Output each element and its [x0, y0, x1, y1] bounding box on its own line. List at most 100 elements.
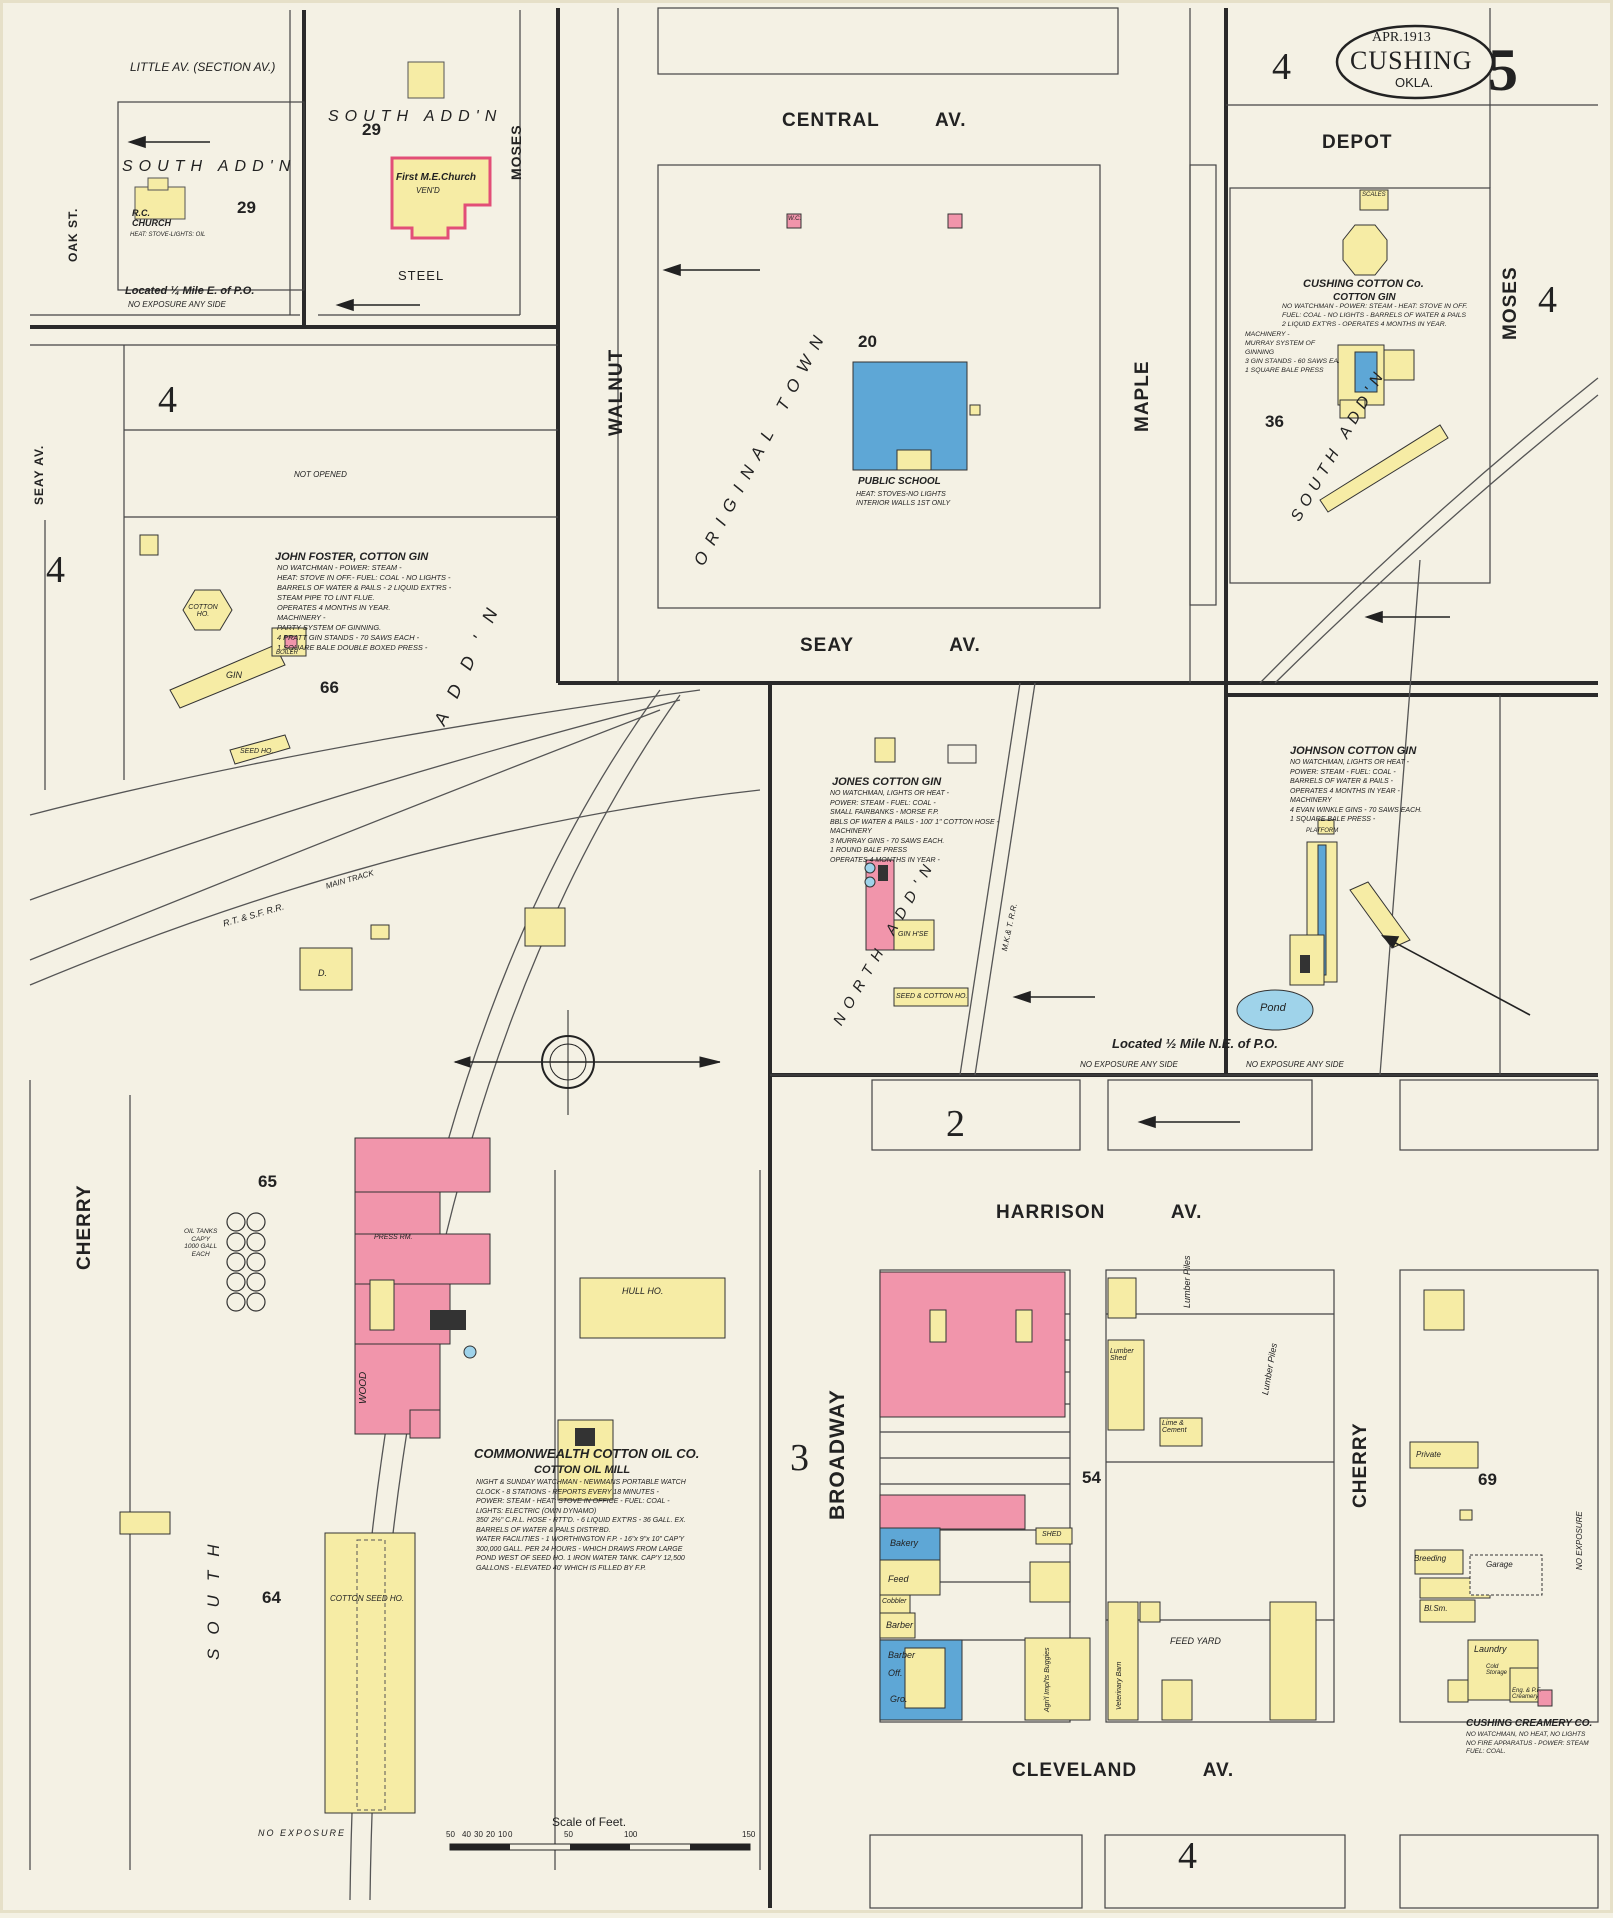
jones-desc: NO WATCHMAN, LIGHTS OR HEAT - POWER: STE… [830, 790, 999, 864]
sheet-ref-bottom-left: 3 [790, 1437, 809, 1479]
sheet-ref-left-upper: 4 [158, 379, 177, 421]
block-29a: 29 [237, 198, 256, 217]
scale-tick-6: 50 [564, 1830, 573, 1839]
sheet-ref-top-mid: 4 [1272, 46, 1291, 88]
label-feed: Feed [888, 1574, 909, 1584]
map-date: APR.1913 [1372, 30, 1431, 45]
public-school [786, 213, 981, 471]
street-steel: STEEL [398, 268, 445, 283]
creamery-desc: NO WATCHMAN, NO HEAT, NO LIGHTS NO FIRE … [1466, 1731, 1589, 1755]
label-seed-ho: SEED HO. [240, 748, 274, 755]
street-maple: MAPLE [1132, 360, 1153, 433]
block-64: 64 [262, 1588, 281, 1607]
cushing-machinery: MACHINERY - MURRAY SYSTEM OF GINNING 3 G… [1245, 331, 1340, 374]
label-cotton-seed-ho: COTTON SEED HO. [330, 1594, 405, 1603]
note-scale: Scale of Feet. [552, 1815, 627, 1829]
street-oak-st: OAK ST. [66, 207, 80, 262]
commonwealth-title: COMMONWEALTH COTTON OIL CO. [474, 1446, 700, 1461]
label-lumber-shed: Lumber Shed [1110, 1348, 1134, 1362]
scale-bar [449, 1843, 751, 1851]
label-bakery: Bakery [890, 1538, 919, 1548]
sheet-ref-left-middle: 4 [46, 549, 65, 591]
label-veterinary-barn: Veterinary Barn [1116, 1661, 1123, 1710]
street-seay-av-left: SEAY AV. [32, 444, 46, 505]
cushing-cotton-desc: NO WATCHMAN - POWER: STEAM - HEAT: STOVE… [1282, 303, 1468, 328]
street-walnut: WALNUT [606, 348, 627, 436]
public-school-label: PUBLIC SCHOOL [858, 476, 941, 487]
note-no-exposure-bottom: NO EXPOSURE [258, 1828, 347, 1838]
compass-rose [453, 1010, 721, 1115]
rc-church-note: HEAT: STOVE-LIGHTS: OIL [130, 232, 206, 238]
label-lime-cement: Lime & Cement [1162, 1420, 1187, 1434]
label-shed: SHED [1042, 1531, 1062, 1538]
sheet-ref-bottom-center: 2 [946, 1103, 965, 1145]
street-cleveland-av: CLEVELAND AV. [1012, 1760, 1235, 1781]
scale-tick-8: 150 [742, 1830, 756, 1839]
label-barber: Barber [886, 1620, 914, 1630]
note-no-exposure-3: NO EXPOSURE ANY SIDE [1246, 1060, 1344, 1069]
north-arrows [127, 135, 1531, 1129]
label-breeding: Breeding [1414, 1554, 1447, 1563]
block-69: 69 [1478, 1470, 1497, 1489]
scale-tick-4: 10 [498, 1830, 507, 1839]
street-depot: DEPOT [1322, 132, 1393, 153]
scale-tick-2: 30 [474, 1830, 483, 1839]
street-central-av: CENTRAL AV. [782, 110, 967, 131]
south-addn-a: SOUTH ADD'N [122, 158, 297, 175]
label-bl-sm: Bl.Sm. [1424, 1604, 1448, 1613]
jones-title: JONES COTTON GIN [832, 776, 942, 788]
street-broadway: BROADWAY [826, 1389, 849, 1520]
johnson-desc: NO WATCHMAN, LIGHTS OR HEAT - POWER: STE… [1290, 759, 1423, 823]
sheet-ref-right-top: 4 [1538, 279, 1557, 321]
label-gro: Gro. [890, 1694, 908, 1704]
label-lumber-piles-a: Lumber Piles [1182, 1255, 1192, 1308]
label-seed-cotton: SEED & COTTON HO. [896, 993, 968, 1000]
scale-tick-7: 100 [624, 1830, 638, 1839]
rc-church-label: R.C. CHURCH [132, 208, 171, 228]
street-cherry-left: CHERRY [74, 1184, 95, 1270]
scale-tick-3: 20 [486, 1830, 495, 1839]
sheet-number: 5 [1488, 37, 1518, 103]
label-platform: PLATFORM [1306, 828, 1339, 834]
label-laundry: Laundry [1474, 1644, 1507, 1654]
lot-lines [29, 7, 1599, 1909]
south-vertical: SOUTH [204, 1530, 223, 1661]
block-20: 20 [858, 332, 877, 351]
label-garage: Garage [1486, 1560, 1513, 1569]
note-exposure-right: NO EXPOSURE [1575, 1511, 1584, 1570]
note-not-opened: NOT OPENED [294, 470, 347, 479]
label-barber2: Barber [888, 1650, 916, 1660]
street-cherry-right: CHERRY [1350, 1422, 1371, 1508]
label-gin: GIN [226, 670, 243, 680]
label-agri-impls: Agri'l Impl'ts Buggies [1044, 1647, 1051, 1712]
note-pond: Pond [1260, 1002, 1286, 1014]
rc-church-block [134, 177, 186, 220]
map-state: OKLA. [1395, 75, 1434, 90]
label-hull-ho: HULL HO. [622, 1286, 664, 1296]
dwellings [119, 907, 1465, 1535]
block-65: 65 [258, 1172, 277, 1191]
note-no-exposure-1: NO EXPOSURE ANY SIDE [128, 300, 226, 309]
creamery-block [1409, 1441, 1553, 1707]
commonwealth-oil-mill [324, 1137, 726, 1814]
johnson-title: JOHNSON COTTON GIN [1290, 745, 1417, 757]
label-cotton-ho: COTTON HO. [188, 604, 218, 618]
label-scales: SCALES [1362, 192, 1386, 198]
public-school-note: HEAT: STOVES-NO LIGHTS INTERIOR WALLS 1S… [856, 491, 951, 507]
foster-desc: NO WATCHMAN - POWER: STEAM - HEAT: STOVE… [277, 563, 452, 652]
label-cold-storage: Cold Storage [1486, 1664, 1508, 1676]
label-d: D. [318, 968, 327, 978]
scale-tick-0: 50 [446, 1830, 455, 1839]
oil-tanks [226, 1212, 266, 1312]
label-wc: W.C. [788, 216, 802, 222]
label-boiler: BOILER [276, 650, 299, 656]
jones-cotton-gin [864, 737, 977, 1007]
note-located-top-left: Located ¼ Mile E. of P.O. [125, 285, 255, 297]
block-66: 66 [320, 678, 339, 697]
label-private: Private [1416, 1450, 1441, 1459]
cushing-cotton-title: CUSHING COTTON Co. [1303, 278, 1424, 290]
note-located-ne: Located ½ Mile N.E. of P.O. [1112, 1036, 1278, 1051]
cushing-cotton-sub: COTTON GIN [1333, 292, 1396, 303]
label-cobbler: Cobbler [882, 1598, 907, 1605]
scale-tick-5: 0 [508, 1830, 513, 1839]
